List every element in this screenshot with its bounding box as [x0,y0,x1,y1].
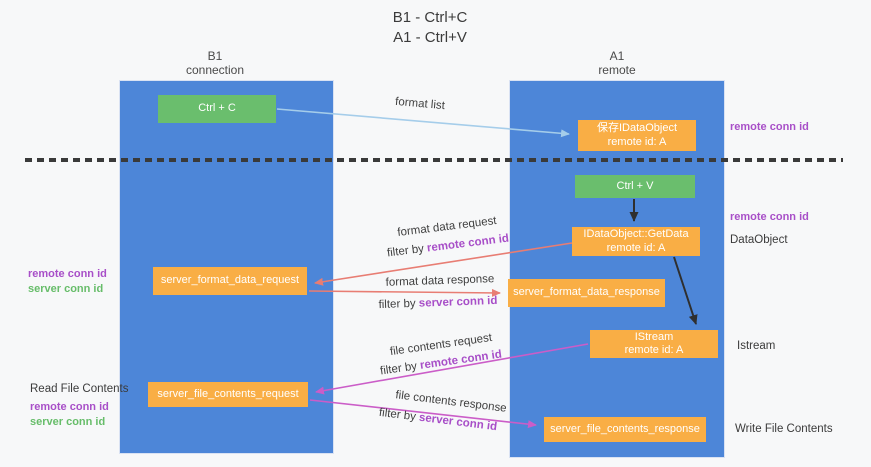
left-label-server-conn-id-2: server conn id [30,416,106,428]
node-save-idataobject: 保存IDataObject remote id: A [578,120,696,151]
node-save-idataobject-line2: remote id: A [607,135,667,148]
lane-b1-role: connection [185,63,245,77]
node-ctrl-v: Ctrl + V [575,175,695,198]
right-label-remote-conn-id-1: remote conn id [730,121,809,133]
node-ctrl-c-label: Ctrl + C [198,102,236,115]
lane-a1-name: A1 [609,49,625,63]
lane-header-b1: B1 connection [155,49,275,77]
right-label-dataobject: DataObject [730,234,788,246]
arrow-format-list [276,108,570,138]
arrow-getdata-to-istream [673,256,698,325]
node-format-response-label: server_format_data_response [513,286,660,299]
right-label-remote-conn-id-2: remote conn id [730,211,809,223]
lane-a1-role: remote [598,63,636,77]
node-file-response-label: server_file_contents_response [550,422,700,435]
node-istream-line2: remote id: A [624,344,684,356]
node-server-format-data-response: server_format_data_response [508,279,665,307]
right-label-write-file-contents: Write File Contents [735,423,833,435]
node-getdata-line1: IDataObject::GetData [583,228,689,240]
node-save-idataobject-line1: 保存IDataObject [596,122,678,134]
arrow-file-contents-request [315,343,589,395]
node-server-file-contents-request: server_file_contents_request [148,382,308,407]
node-istream-line1: IStream [634,330,674,343]
node-ctrl-c: Ctrl + C [158,95,276,123]
left-label-read-file-contents: Read File Contents [30,383,129,395]
node-getdata-line2: remote id: A [606,241,666,254]
left-label-remote-conn-id-2: remote conn id [30,401,109,413]
session-divider-dashed-line [25,158,843,162]
node-server-format-data-request: server_format_data_request [153,267,307,295]
lane-header-a1: A1 remote [557,49,677,77]
arrow-format-data-request [314,242,573,286]
left-label-remote-conn-id-1: remote conn id [28,268,107,280]
arrow-format-data-response [308,288,501,297]
node-idataobject-getdata: IDataObject::GetData remote id: A [572,227,700,256]
left-label-server-conn-id-1: server conn id [28,283,104,295]
title-line-1: B1 - Ctrl+C [392,9,468,26]
node-file-request-label: server_file_contents_request [157,387,299,400]
right-label-istream: Istream [737,340,776,352]
filter-by-prefix: filter by [378,297,420,312]
node-ctrl-v-label: Ctrl + V [616,179,654,192]
diagram-title: B1 - Ctrl+C A1 - Ctrl+V [330,8,530,48]
node-format-request-label: server_format_data_request [160,274,300,287]
arrow-file-contents-response [309,399,537,429]
lane-b1-name: B1 [207,49,223,63]
node-istream: IStream remote id: A [590,330,718,358]
node-server-file-contents-response: server_file_contents_response [544,417,706,442]
title-line-2: A1 - Ctrl+V [393,29,467,46]
